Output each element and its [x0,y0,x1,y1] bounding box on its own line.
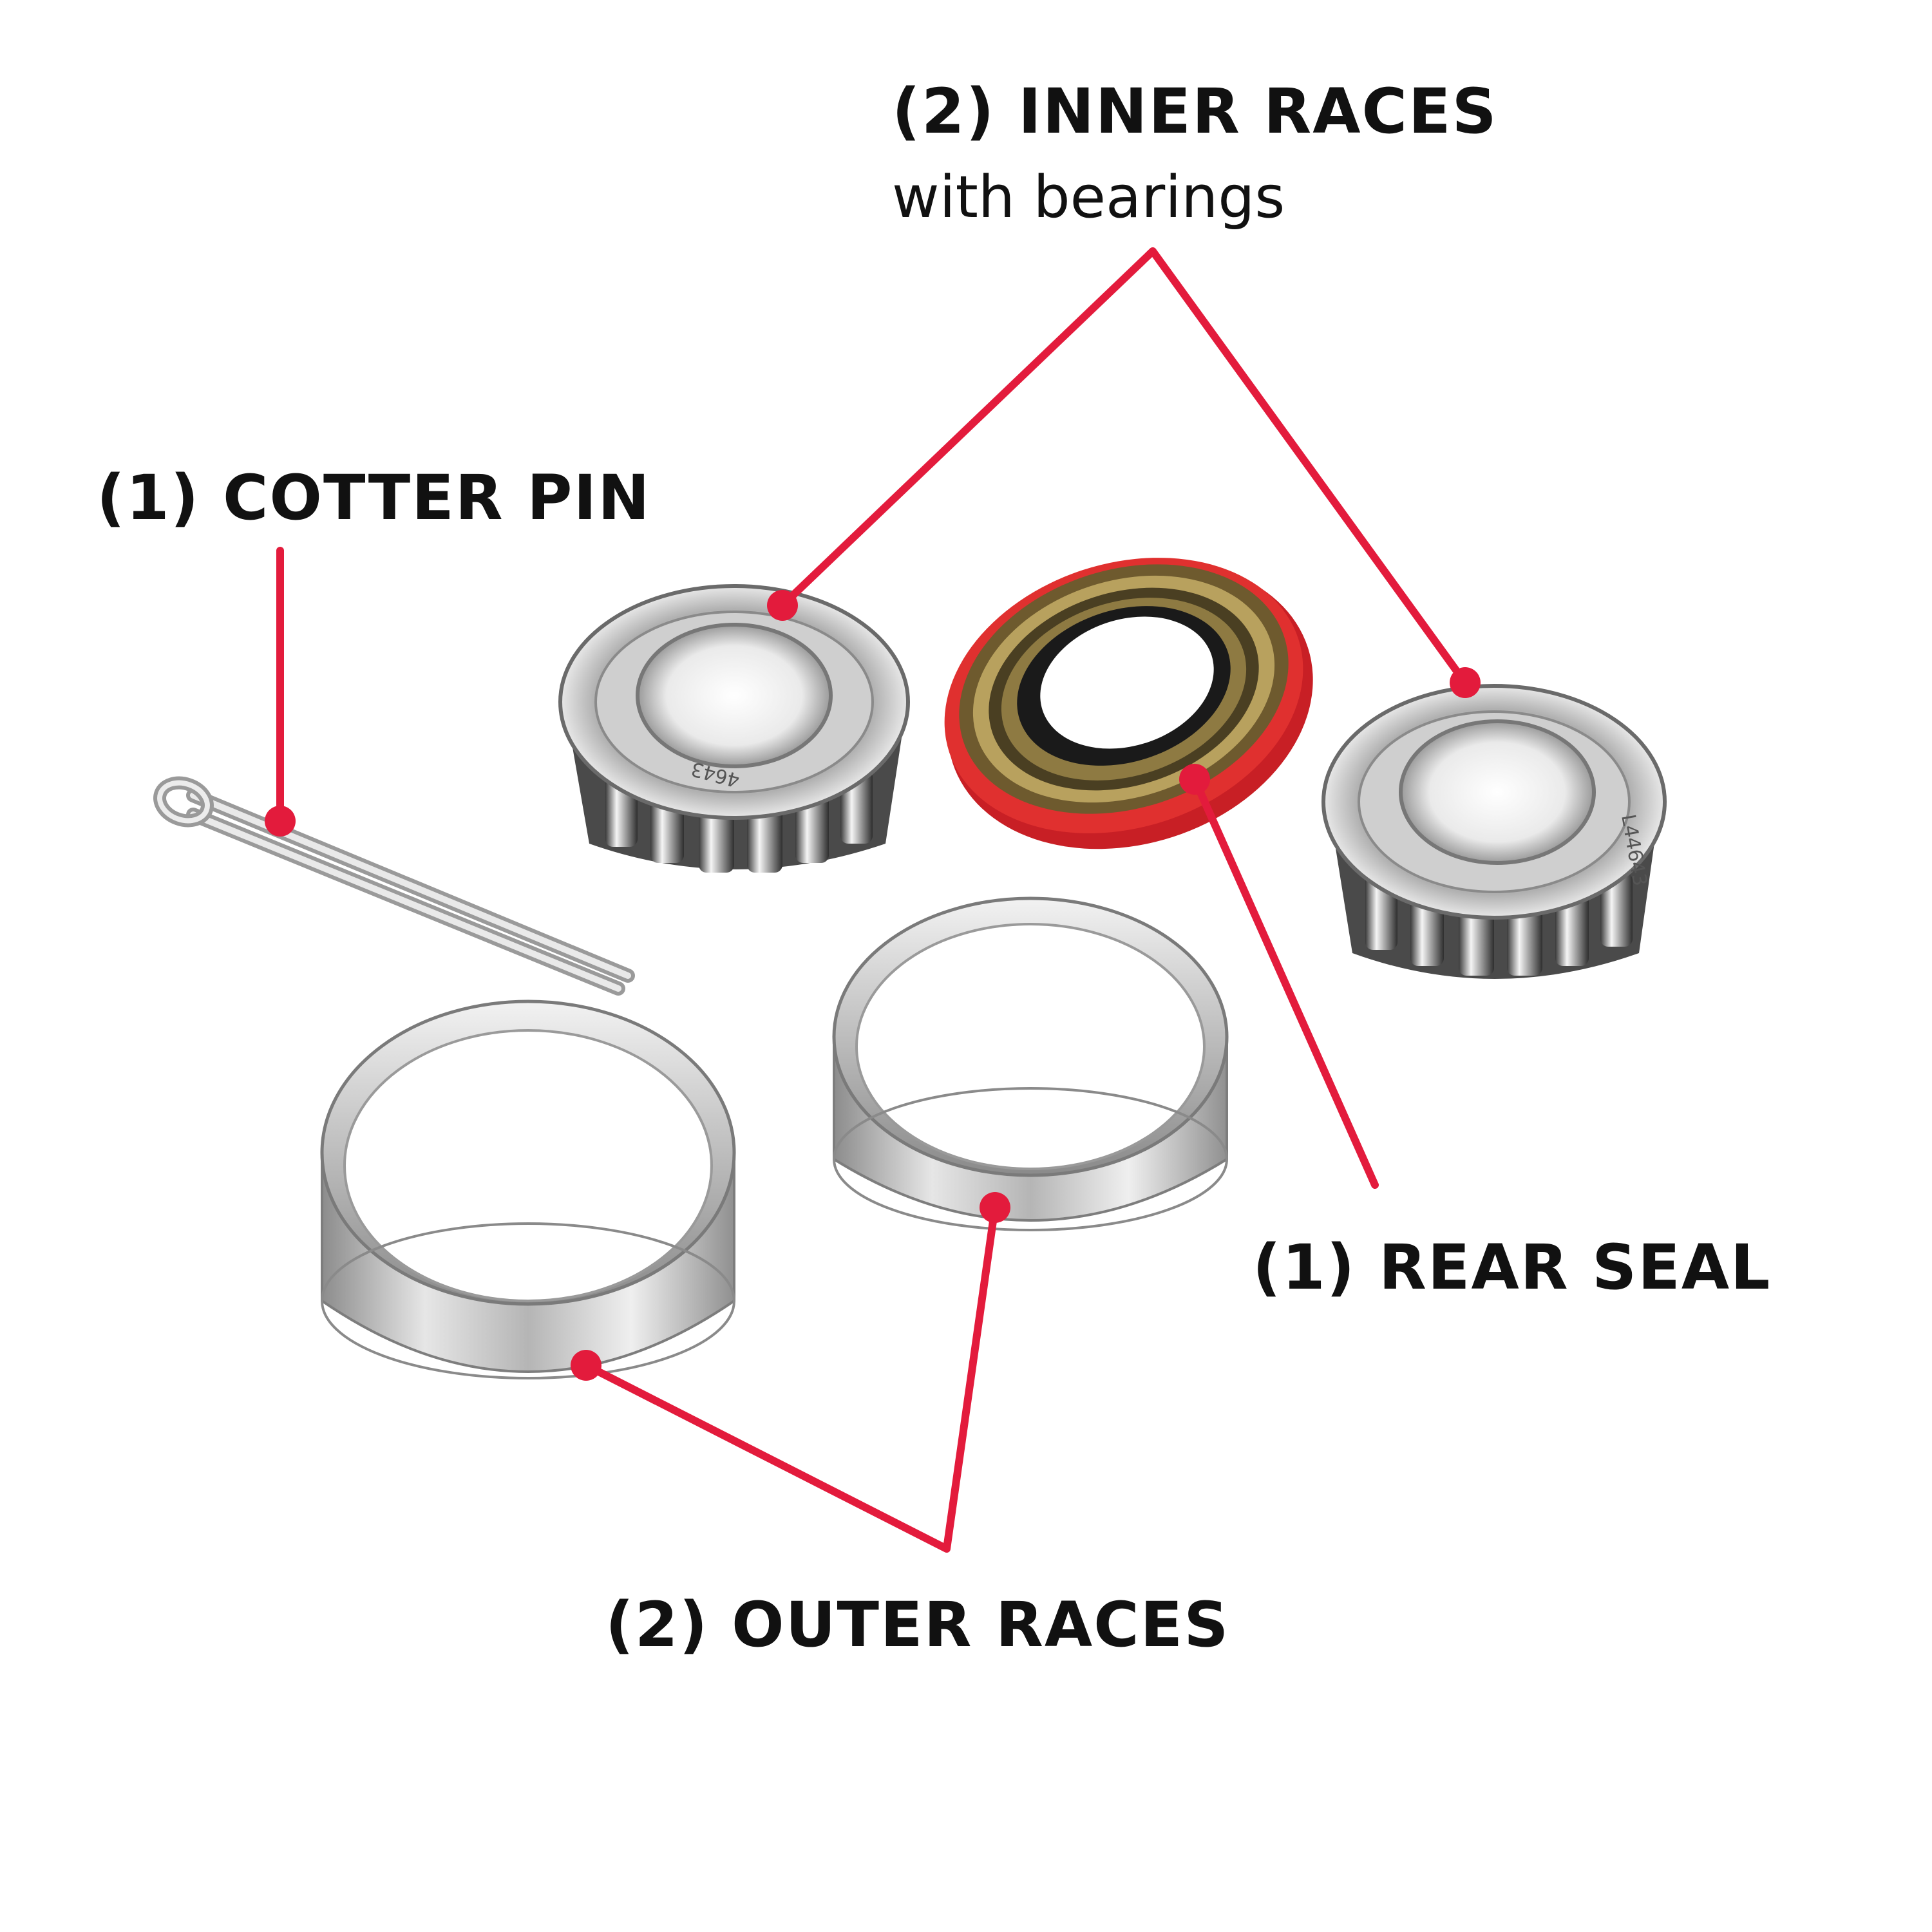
inner-races-title: (2) INNER RACES [892,75,1498,147]
outer-race-center-dot [980,1192,1010,1223]
inner-races-leader [779,247,1469,687]
inner-race-right-dot [1450,667,1481,698]
outer-races-leader [582,1204,999,1553]
bearing-race-icon [832,896,1229,1231]
tapered-bearing-icon: L44643 [1321,684,1667,979]
cotter-pin-dot [265,806,296,837]
callout-leaders [276,247,1469,1553]
outer-race-left-dot [571,1350,601,1381]
rear-seal-dot [1179,764,1210,795]
rear-seal-leader [1191,775,1379,1189]
outer-races-title: (2) OUTER RACES [605,1589,1230,1661]
inner-races-subtitle: with bearings [892,164,1285,231]
cotter-pin-title: (1) COTTER PIN [97,462,651,534]
cotter-pin-icon [153,776,635,996]
oil-seal-icon [944,558,1313,849]
tapered-bearing-icon: 4643 [558,584,910,873]
callout-dots [265,590,1481,1381]
inner-race-left-dot [767,590,798,621]
bearing-race-icon [320,999,736,1379]
rear-seal-title: (1) REAR SEAL [1253,1231,1772,1303]
